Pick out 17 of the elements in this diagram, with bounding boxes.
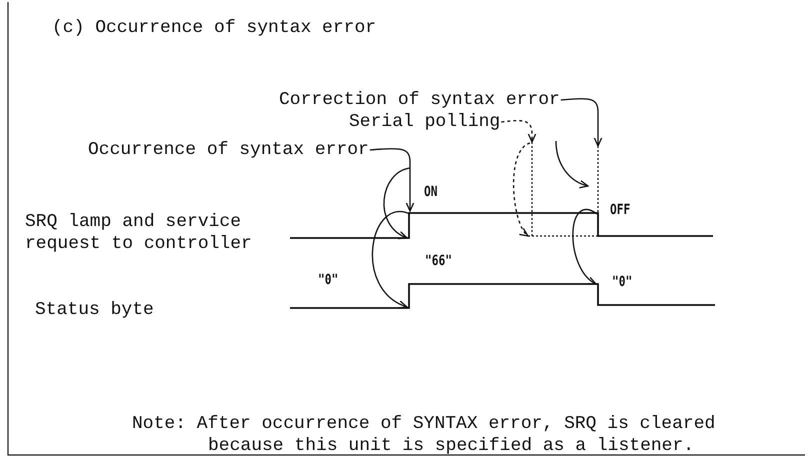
callout-text: Occurrence of syntax error xyxy=(88,139,369,161)
status-value-label: "0" xyxy=(612,274,632,290)
signal-name: SRQ lamp and service request to controller xyxy=(25,211,253,255)
callout-text: Correction of syntax error xyxy=(279,89,560,111)
signal-name: Status byte xyxy=(35,299,155,321)
leader-arrow xyxy=(560,98,602,147)
note-text: Note: After occurrence of SYNTAX error, SRQ is cleared because this unit is specified as a listener. xyxy=(132,413,716,457)
leader-arrow xyxy=(501,120,536,143)
curved-arrow xyxy=(372,210,410,308)
callout-text: Serial polling xyxy=(349,111,500,133)
curved-arrow xyxy=(572,209,598,285)
signal-state-label: OFF xyxy=(610,202,630,218)
diagram-title: (c) Occurrence of syntax error xyxy=(52,17,376,39)
status-value-label: "66" xyxy=(425,253,452,269)
signal-state-label: ON xyxy=(424,184,438,200)
status-value-label: "0" xyxy=(318,272,338,288)
leader-arrow xyxy=(370,148,414,212)
